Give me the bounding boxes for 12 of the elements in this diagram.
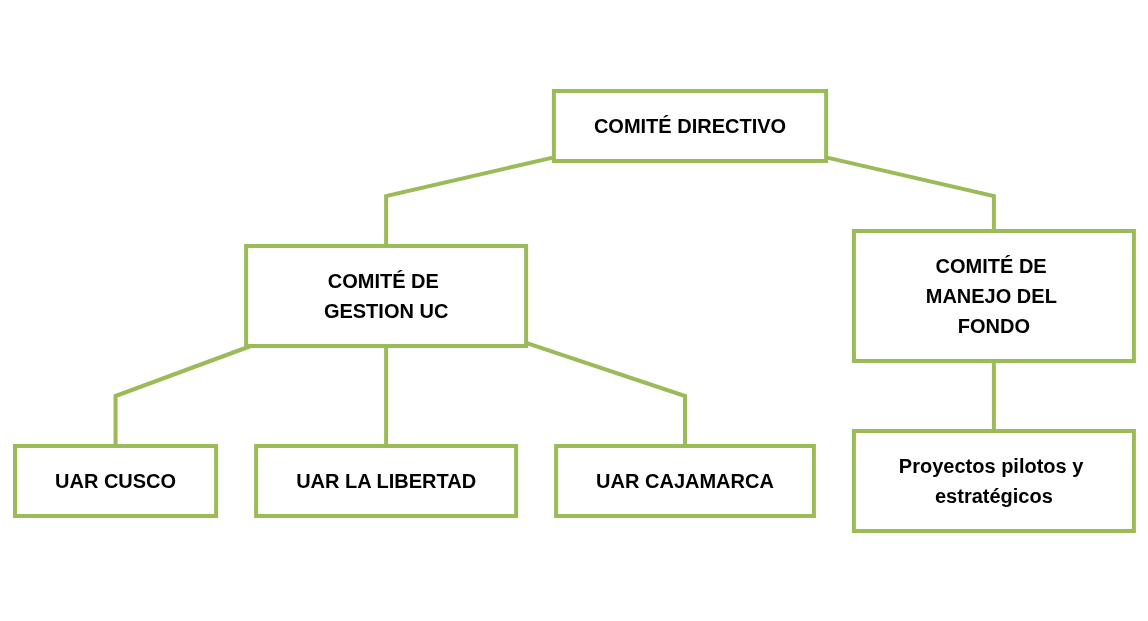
- connector: [383, 154, 554, 246]
- node-box: COMITÉ DE MANEJO DEL FONDO: [851, 228, 1136, 363]
- node-box: UAR CAJAMARCA: [553, 443, 816, 518]
- node-box: COMITÉ DIRECTIVO: [551, 88, 828, 163]
- node-box: Proyectos pilotos y estratégicos: [851, 428, 1136, 533]
- connector: [525, 340, 687, 446]
- connector: [825, 154, 996, 231]
- node-box: UAR LA LIBERTAD: [253, 443, 518, 518]
- connector: [991, 360, 996, 431]
- node-box: COMITÉ DE GESTION UC: [243, 243, 528, 348]
- connector: [383, 345, 388, 446]
- node-box: UAR CUSCO: [12, 443, 218, 518]
